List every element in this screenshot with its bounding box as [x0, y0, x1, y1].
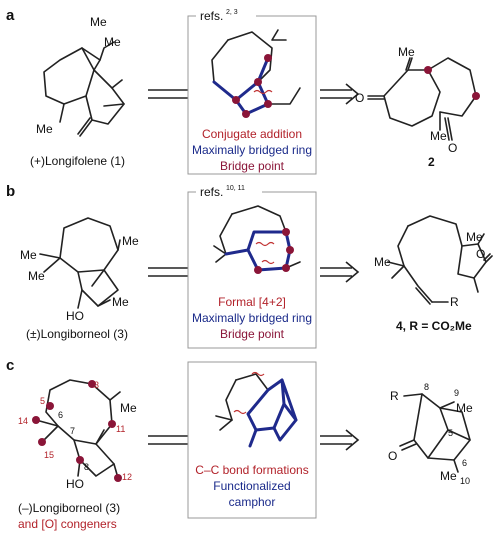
box-c-line3: camphor: [229, 495, 276, 509]
atom-me-b5: Me: [374, 255, 391, 269]
num-7: 7: [70, 426, 75, 436]
camphor-structure: R 8 9 Me 5 6 O Me 10: [388, 382, 473, 486]
atom-me-c: Me: [120, 401, 137, 415]
caption-longifolene: (+)Longifolene (1): [30, 154, 125, 168]
atom-me-a4: Me: [398, 45, 415, 59]
compound-2-structure: Me O Me O: [355, 45, 480, 155]
refs-a: refs.: [200, 9, 223, 23]
disconnection-structure-b: [213, 205, 301, 274]
strategy-box-a: [187, 15, 317, 175]
atom-me-b1: Me: [122, 234, 139, 248]
disconnection-structure-a: [211, 29, 301, 118]
row-c: c Me HO 3 5 6 7 8 11 12 14 15: [6, 357, 473, 531]
panel-label-a: a: [6, 7, 15, 24]
refs-sup-b: 10, 11: [226, 185, 245, 192]
panel-label-b: b: [6, 183, 15, 200]
num-r8: 8: [424, 382, 429, 392]
retro-arrow-c: [320, 429, 360, 451]
caption-longiborneol-b: (±)Longiborneol (3): [26, 327, 128, 341]
atom-me-b4: Me: [112, 295, 129, 309]
box-b-line3: Bridge point: [220, 327, 285, 341]
atom-ho-c: HO: [66, 477, 84, 491]
atom-me-a2: Me: [104, 35, 121, 49]
atom-o-c: O: [388, 449, 397, 463]
atom-o-b: O: [476, 247, 485, 261]
refs-b: refs.: [200, 185, 223, 199]
disconnection-structure-c: [215, 371, 298, 448]
atom-me-a3: Me: [36, 122, 53, 136]
atom-me-a1: Me: [90, 15, 107, 29]
row-a: a Me Me Me (+)Longifolene (1) refs. 2, 3: [6, 7, 480, 175]
box-a-line1: Conjugate addition: [202, 127, 302, 141]
box-b-line1: Formal [4+2]: [218, 295, 286, 309]
num-r6: 6: [462, 458, 467, 468]
longiborneol-structure-b: Me Me Me HO Me: [20, 217, 139, 323]
longifolene-structure: Me Me Me: [36, 15, 125, 137]
refs-sup-a: 2, 3: [226, 9, 238, 16]
box-c-line1: C–C bond formations: [195, 463, 308, 477]
atom-o-a2: O: [448, 141, 457, 155]
box-a-line3: Bridge point: [220, 159, 285, 173]
num-r10: 10: [460, 476, 470, 486]
atom-o-a1: O: [355, 91, 364, 105]
row-b: b Me Me Me HO Me (±)Longiborneol (3) ref…: [6, 183, 493, 349]
num-r5: 5: [448, 428, 453, 438]
caption-longiborneol-c2: and [O] congeners: [18, 517, 117, 531]
refs-bg-a: [196, 8, 256, 24]
num-r9: 9: [454, 388, 459, 398]
num-3: 3: [94, 380, 99, 390]
atom-me-b2: Me: [20, 248, 37, 262]
atom-r-c: R: [390, 389, 399, 403]
num-5: 5: [40, 396, 45, 406]
num-11: 11: [116, 424, 125, 434]
retro-arrow-a: [320, 83, 360, 105]
compound-4-label: 4, R = CO₂Me: [396, 319, 472, 333]
num-15: 15: [44, 450, 54, 460]
box-c-line2: Functionalized: [213, 479, 290, 493]
atom-me-a5: Me: [430, 129, 447, 143]
box-a-line2: Maximally bridged ring: [192, 143, 312, 157]
atom-me-b3: Me: [28, 269, 45, 283]
panel-label-c: c: [6, 357, 14, 374]
atom-me-b6: Me: [466, 230, 483, 244]
longiborneol-structure-c: Me HO 3 5 6 7 8 11 12 14 15: [18, 379, 137, 491]
refs-bg-b: [196, 184, 262, 200]
num-12: 12: [122, 472, 132, 482]
num-14: 14: [18, 416, 28, 426]
atom-me10-c: Me: [440, 469, 457, 483]
compound-2-label: 2: [428, 155, 435, 169]
atom-r-b: R: [450, 295, 459, 309]
retro-arrow-b: [320, 261, 360, 283]
atom-me-c2: Me: [456, 401, 473, 415]
atom-ho-b: HO: [66, 309, 84, 323]
num-8: 8: [84, 462, 89, 472]
caption-longiborneol-c1: (–)Longiborneol (3): [18, 501, 120, 515]
strategy-box-b: [187, 191, 317, 349]
box-b-line2: Maximally bridged ring: [192, 311, 312, 325]
num-6: 6: [58, 410, 63, 420]
compound-4-structure: Me Me O R: [374, 215, 493, 309]
